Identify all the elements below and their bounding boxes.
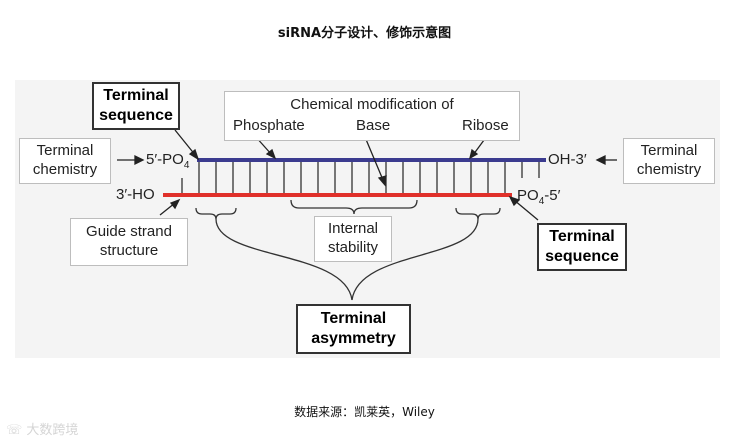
chemical-modification-label: Chemical modification of (290, 96, 454, 113)
phosphate-label: Phosphate (233, 117, 305, 134)
oh-3-prime-label: OH-3′ (548, 151, 587, 168)
terminal-asymmetry-box: Terminal asymmetry (296, 304, 411, 354)
watermark-text: 大数跨境 (26, 423, 79, 438)
chemical-modification-box: Chemical modification of (224, 91, 520, 141)
source-caption: 数据来源：凯莱英，Wiley (294, 405, 435, 419)
arrows (117, 129, 617, 221)
terminal-chemistry-right-box: Terminal chemistry (623, 138, 715, 184)
terminal-sequence-bottom-box: Terminal sequence (537, 223, 627, 271)
five-prime-po4-text: 5′-PO (146, 151, 184, 168)
po4-5-prime-subscript: 4 (538, 196, 545, 207)
po4-5-prime-text: PO (517, 187, 539, 204)
five-prime-po4-label: 5′-PO4 (146, 151, 189, 171)
base-label: Base (356, 117, 391, 134)
watermark-logo: ☏ 大数跨境 (6, 419, 78, 438)
base-pair-rungs (181, 161, 540, 194)
po4-5-prime-suffix: -5′ (544, 187, 561, 204)
ribose-label: Ribose (462, 117, 509, 134)
guide-strand-box: Guide strand structure (70, 218, 188, 266)
braces (195, 199, 501, 301)
page-title: siRNA分子设计、修饰示意图 (277, 26, 452, 41)
terminal-sequence-top-box: Terminal sequence (92, 82, 180, 130)
watermark-icon: ☏ (6, 423, 23, 438)
internal-stability-box: Internal stability (314, 216, 392, 262)
three-prime-ho-label: 3′-HO (116, 186, 155, 203)
po4-5-prime-label: PO4-5′ (517, 187, 560, 207)
terminal-chemistry-left-box: Terminal chemistry (19, 138, 111, 184)
five-prime-po4-subscript: 4 (183, 160, 190, 171)
